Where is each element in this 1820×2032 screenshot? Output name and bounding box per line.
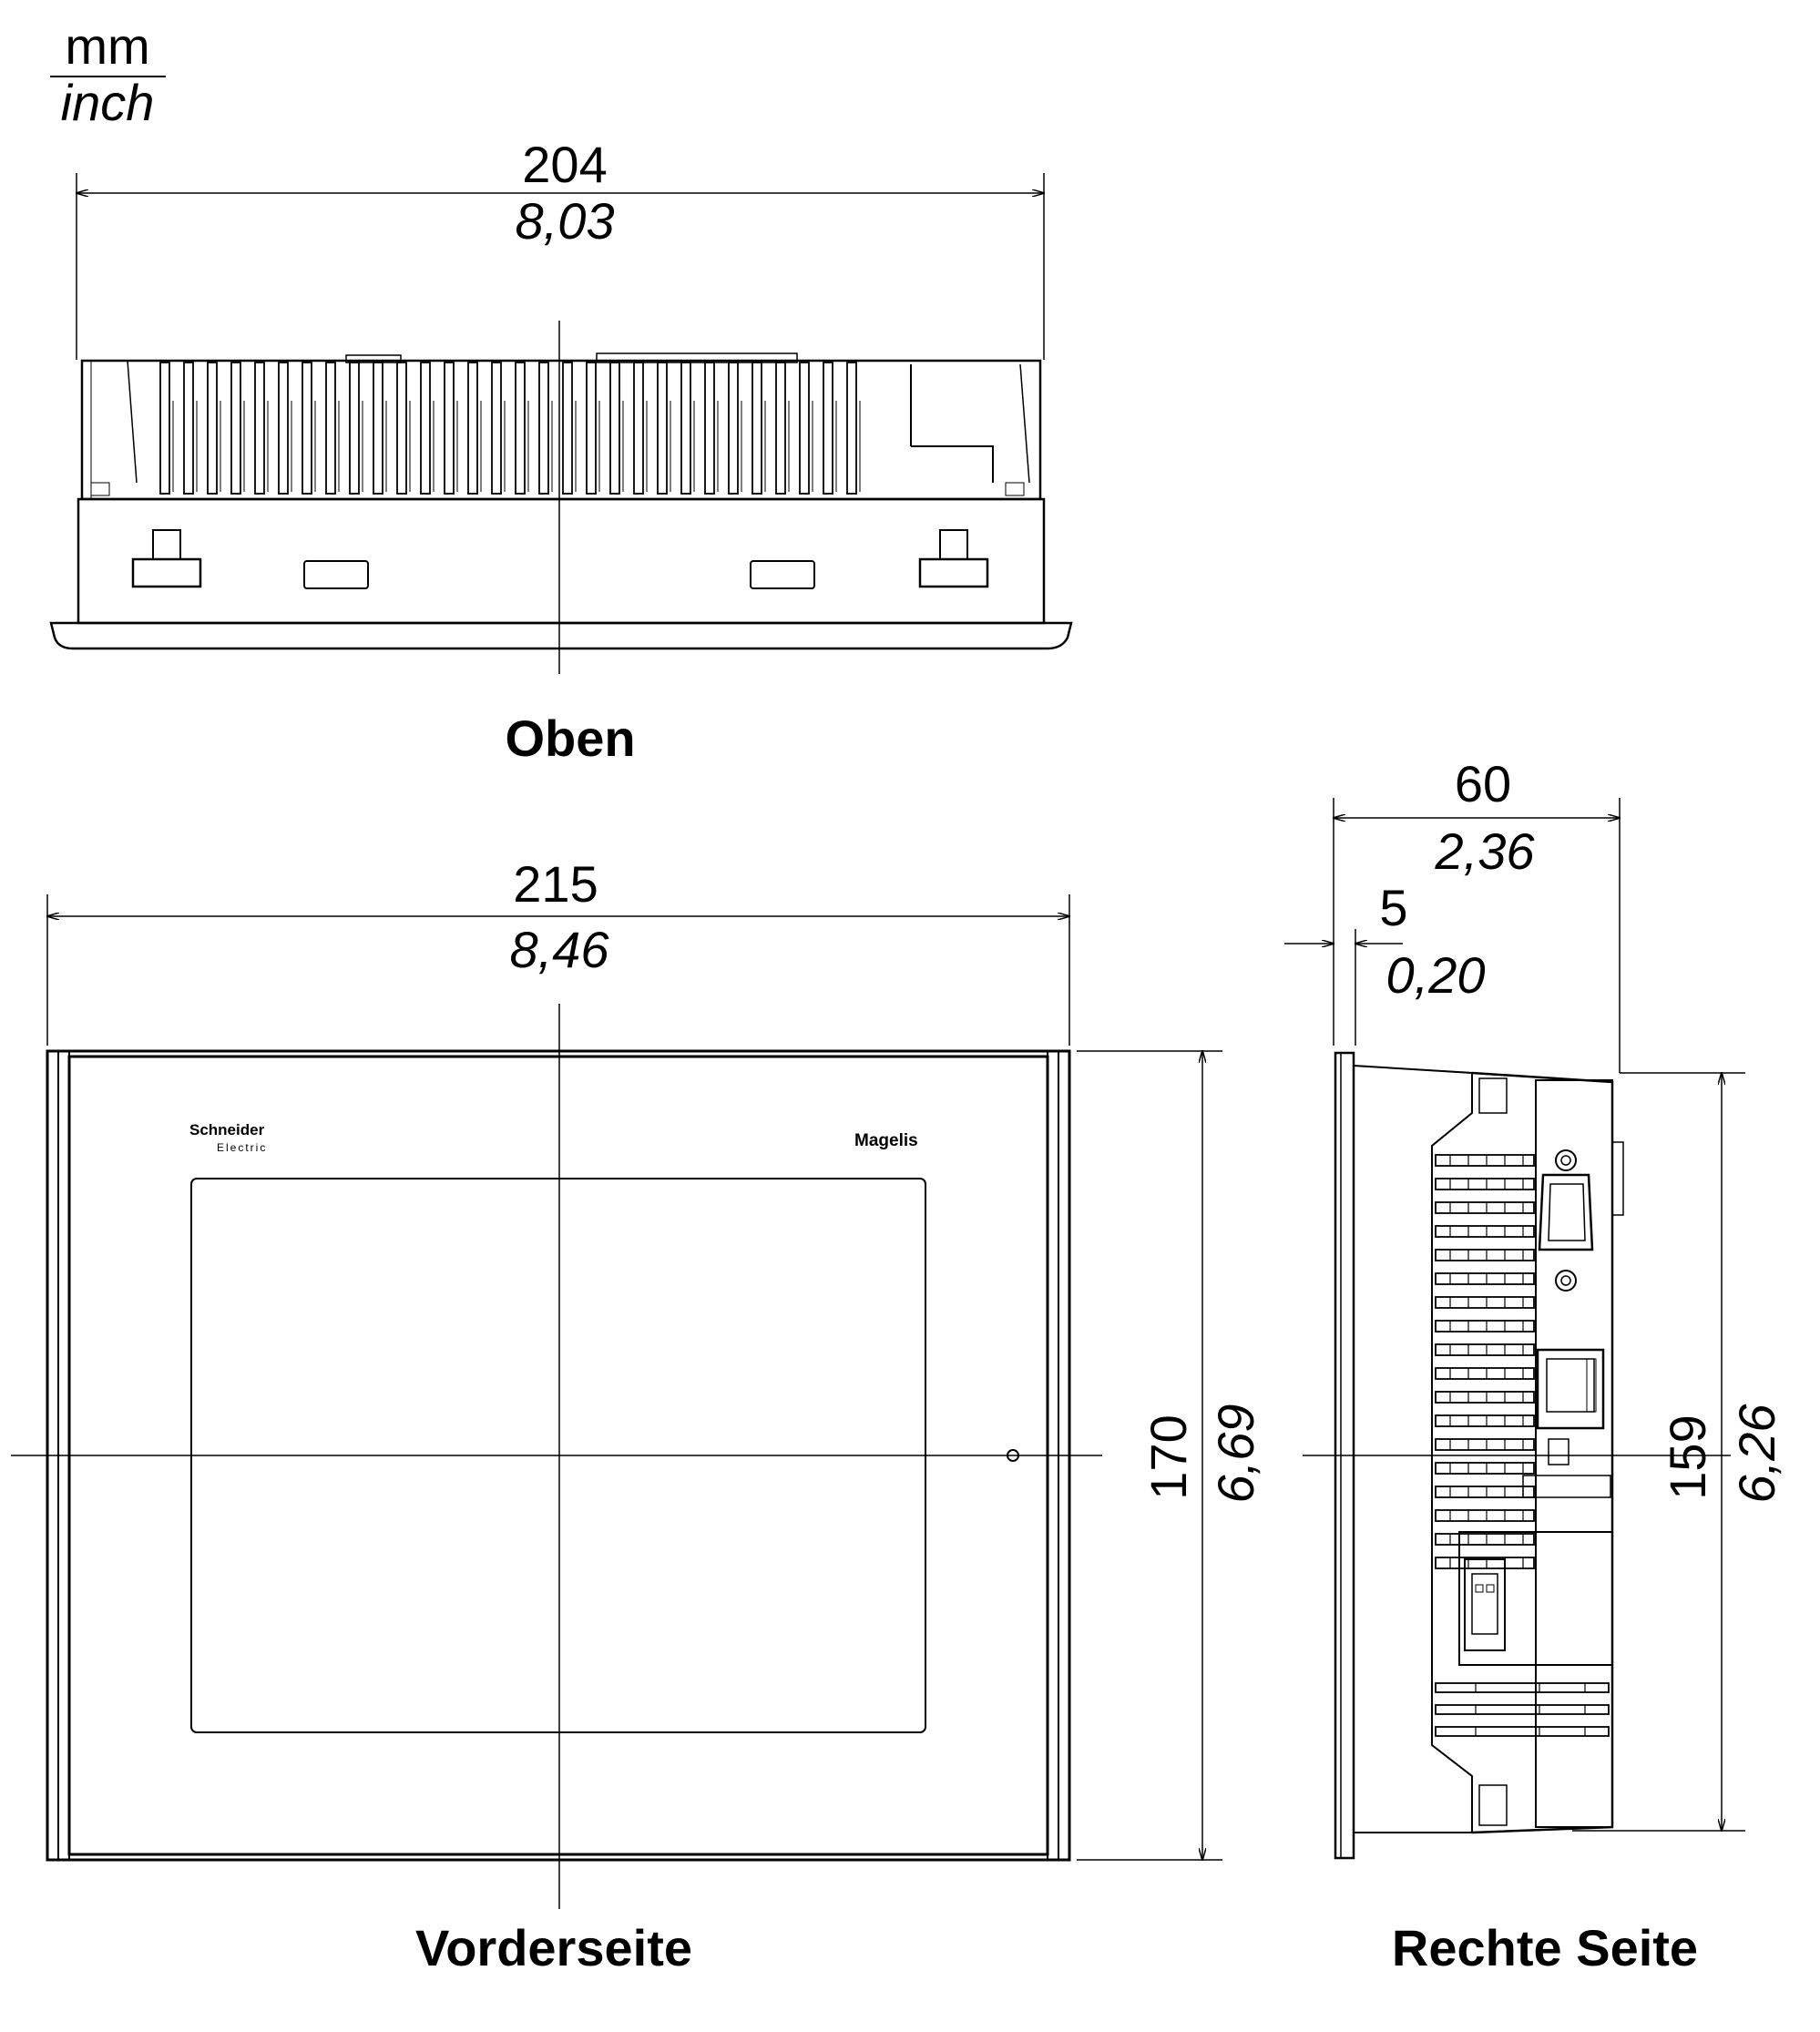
front-view-label: Vorderseite — [415, 1919, 692, 1976]
unit-legend: mm inch — [50, 17, 166, 131]
vent-slot — [586, 362, 597, 495]
vent-slot — [752, 362, 762, 495]
side-lower-fins — [1435, 1682, 1610, 1737]
vent-slot — [373, 362, 383, 495]
side-fin — [1435, 1178, 1535, 1190]
vent-slot — [704, 362, 715, 495]
unit-metric: mm — [65, 17, 149, 75]
side-fin — [1435, 1272, 1535, 1285]
clip-slot-right — [750, 560, 815, 589]
vent-slot — [491, 362, 502, 495]
vent-slot — [254, 362, 265, 495]
unit-imperial: inch — [61, 74, 155, 131]
top-lower-housing — [49, 497, 1073, 650]
side-fin — [1435, 1154, 1535, 1167]
vent-slot — [230, 362, 241, 495]
vent-slot — [302, 362, 312, 495]
side-bezel — [1334, 1051, 1355, 1860]
side-depth-inch: 2,36 — [1435, 822, 1536, 880]
serial-port — [1538, 1149, 1594, 1292]
vent-slot — [680, 362, 691, 495]
power-connector — [1458, 1531, 1613, 1666]
vent-slot — [633, 362, 644, 495]
vent-slot — [159, 362, 170, 495]
side-vent-fins — [1435, 1154, 1535, 1569]
clip-slot-left — [303, 560, 369, 589]
vent-slot — [609, 362, 620, 495]
side-fin — [1435, 1486, 1535, 1498]
top-view: 204 8,03 — [49, 136, 1073, 767]
side-view-label: Rechte Seite — [1392, 1919, 1698, 1976]
vent-slot — [325, 362, 336, 495]
top-width-inch: 8,03 — [516, 192, 615, 250]
vent-slot — [278, 362, 289, 495]
product-logo: Magelis — [854, 1131, 918, 1150]
side-height-dimension: 159 6,26 — [1572, 1073, 1785, 1831]
vent-slot — [823, 362, 833, 495]
top-width-mm: 204 — [522, 136, 607, 193]
vent-slot — [775, 362, 786, 495]
front-height-mm: 170 — [1140, 1414, 1197, 1499]
vent-slot — [799, 362, 810, 495]
side-height-mm: 159 — [1659, 1414, 1716, 1499]
vent-slot — [349, 362, 360, 495]
vent-slot — [515, 362, 526, 495]
front-width-dimension: 215 8,46 — [47, 855, 1069, 1046]
side-housing-outline — [1353, 1065, 1473, 1833]
vent-slot — [207, 362, 218, 495]
dip-switch — [1548, 1438, 1569, 1465]
side-bezel-inch: 0,20 — [1386, 946, 1486, 1004]
vent-slots — [159, 362, 861, 495]
ethernet-port — [1536, 1348, 1605, 1430]
side-depth-mm: 60 — [1455, 755, 1511, 812]
front-width-inch: 8,46 — [510, 921, 610, 978]
side-depth-dimension: 60 2,36 — [1334, 755, 1620, 1073]
side-fin — [1435, 1682, 1610, 1693]
side-height-inch: 6,26 — [1728, 1404, 1785, 1504]
side-fin — [1435, 1462, 1535, 1475]
side-fin — [1435, 1367, 1535, 1380]
front-view: 215 8,46 Schneider Electric Magelis 170 — [11, 855, 1264, 1976]
vent-slot — [846, 362, 857, 495]
vent-slot — [728, 362, 739, 495]
front-bezel-edge — [49, 621, 1073, 650]
vent-slot — [538, 362, 549, 495]
side-fin — [1435, 1201, 1535, 1214]
brand-logo-sub: Electric — [217, 1141, 267, 1154]
side-view: 60 2,36 5 0,20 — [1284, 755, 1785, 1976]
side-fin — [1435, 1704, 1610, 1715]
vent-slot — [467, 362, 478, 495]
side-fin — [1435, 1320, 1535, 1333]
vent-slot — [183, 362, 194, 495]
vent-slot — [562, 362, 573, 495]
side-fin — [1435, 1343, 1535, 1356]
side-fin — [1435, 1533, 1535, 1546]
vent-slot — [657, 362, 668, 495]
top-width-dimension: 204 8,03 — [77, 136, 1044, 360]
front-height-inch: 6,69 — [1207, 1404, 1264, 1504]
top-view-label: Oben — [505, 710, 635, 767]
mounting-clip-right — [918, 529, 989, 588]
side-fin — [1435, 1391, 1535, 1404]
side-fin — [1435, 1438, 1535, 1451]
side-fin — [1435, 1225, 1535, 1238]
top-housing — [80, 352, 1042, 501]
side-fin — [1435, 1557, 1535, 1569]
brand-logo: Schneider — [189, 1121, 265, 1139]
vent-slot — [420, 362, 431, 495]
front-height-dimension: 170 6,69 — [1077, 1051, 1264, 1860]
side-fin — [1435, 1249, 1535, 1261]
side-bezel-mm: 5 — [1379, 879, 1407, 936]
side-bezel-dimension: 5 0,20 — [1284, 879, 1486, 1046]
mounting-clip-left — [131, 529, 202, 588]
side-fin — [1435, 1509, 1535, 1522]
front-width-mm: 215 — [513, 855, 598, 913]
vent-slot — [444, 362, 455, 495]
vent-slot — [396, 362, 407, 495]
side-fin — [1435, 1726, 1610, 1737]
side-fin — [1435, 1296, 1535, 1309]
side-fin — [1435, 1414, 1535, 1427]
